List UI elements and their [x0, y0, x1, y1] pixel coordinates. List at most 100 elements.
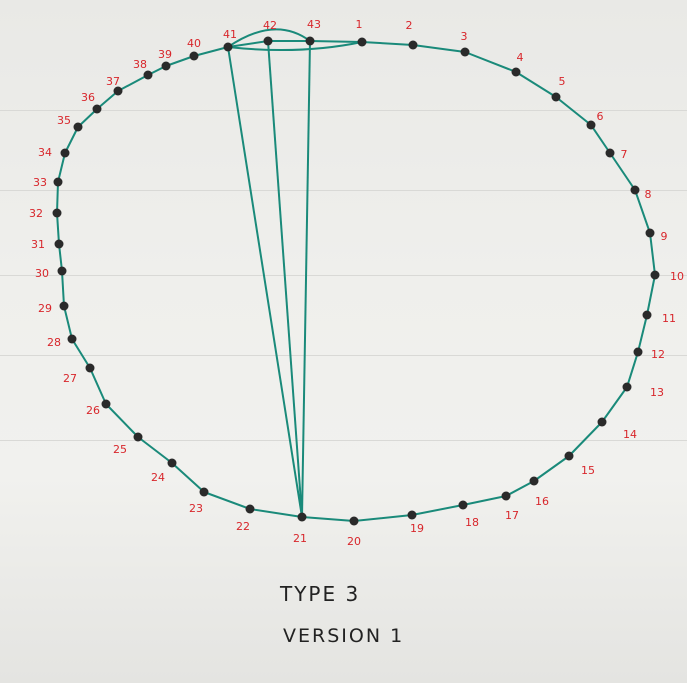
node-dot — [460, 47, 470, 57]
node-label: 39 — [158, 48, 172, 61]
node-label: 4 — [517, 51, 524, 64]
node-dot — [223, 42, 233, 52]
node-label: 29 — [38, 302, 52, 315]
node-label: 38 — [133, 58, 147, 71]
node-label: 36 — [81, 91, 95, 104]
node-label: 15 — [581, 464, 595, 477]
chord-wire — [227, 46, 303, 518]
node-label: 25 — [113, 443, 127, 456]
node-label: 12 — [651, 348, 665, 361]
node-dot — [642, 310, 652, 320]
node-dot — [60, 148, 70, 158]
ruled-line — [0, 110, 687, 111]
node-label: 11 — [662, 312, 676, 325]
outer-loop-wire — [56, 40, 656, 522]
node-label: 28 — [47, 336, 61, 349]
node-dot — [564, 451, 574, 461]
node-label: 34 — [38, 146, 52, 159]
top-arc-wire — [227, 41, 363, 52]
node-layer — [52, 36, 660, 526]
node-dot — [101, 399, 111, 409]
node-dot — [57, 266, 67, 276]
node-label: 33 — [33, 176, 47, 189]
node-dot — [597, 417, 607, 427]
chord-wire — [267, 40, 303, 518]
node-dot — [357, 37, 367, 47]
node-dot — [199, 487, 209, 497]
node-label: 8 — [645, 188, 652, 201]
node-label: 17 — [505, 509, 519, 522]
node-dot — [458, 500, 468, 510]
node-dot — [85, 363, 95, 373]
node-dot — [349, 516, 359, 526]
caption-type: TYPE 3 — [280, 582, 361, 606]
node-dot — [529, 476, 539, 486]
node-label: 16 — [535, 495, 549, 508]
wire-layer — [56, 28, 656, 522]
node-label: 18 — [465, 516, 479, 529]
node-label: 20 — [347, 535, 361, 548]
node-label: 5 — [559, 75, 566, 88]
node-label: 21 — [293, 532, 307, 545]
node-dot — [245, 504, 255, 514]
node-label: 22 — [236, 520, 250, 533]
node-dot — [59, 301, 69, 311]
node-label: 27 — [63, 372, 77, 385]
node-label: 3 — [461, 30, 468, 43]
node-dot — [650, 270, 660, 280]
node-dot — [297, 512, 307, 522]
node-dot — [263, 36, 273, 46]
node-label: 2 — [406, 19, 413, 32]
ruled-line — [0, 440, 687, 441]
node-dot — [133, 432, 143, 442]
node-label: 1 — [356, 18, 363, 31]
node-dot — [305, 36, 315, 46]
top-arc-wire — [227, 28, 311, 48]
ruled-line — [0, 275, 687, 276]
caption-version: VERSION 1 — [283, 625, 405, 647]
node-dot — [52, 208, 62, 218]
node-dot — [167, 458, 177, 468]
node-dot — [92, 104, 102, 114]
node-label: 23 — [189, 502, 203, 515]
node-label: 43 — [307, 18, 321, 31]
node-dot — [113, 86, 123, 96]
node-label: 30 — [35, 267, 49, 280]
node-label: 14 — [623, 428, 637, 441]
node-label: 35 — [57, 114, 71, 127]
node-label: 19 — [410, 522, 424, 535]
node-dot — [633, 347, 643, 357]
node-dot — [67, 334, 77, 344]
node-label: 31 — [31, 238, 45, 251]
node-label: 42 — [263, 19, 277, 32]
node-label: 9 — [661, 230, 668, 243]
node-dot — [53, 177, 63, 187]
node-dot — [605, 148, 615, 158]
node-dot — [408, 40, 418, 50]
node-label: 40 — [187, 37, 201, 50]
node-dot — [54, 239, 64, 249]
node-dot — [551, 92, 561, 102]
node-dot — [511, 67, 521, 77]
ruled-line — [0, 190, 687, 191]
node-dot — [73, 122, 83, 132]
node-label: 10 — [670, 270, 684, 283]
node-dot — [622, 382, 632, 392]
node-label: 26 — [86, 404, 100, 417]
node-dot — [501, 491, 511, 501]
chord-wire — [301, 40, 311, 518]
node-dot — [630, 185, 640, 195]
node-dot — [161, 61, 171, 71]
node-label: 41 — [223, 28, 237, 41]
node-dot — [189, 51, 199, 61]
node-dot — [586, 120, 596, 130]
node-label: 24 — [151, 471, 165, 484]
ruled-line — [0, 355, 687, 356]
node-dot — [407, 510, 417, 520]
node-label: 13 — [650, 386, 664, 399]
node-label: 6 — [597, 110, 604, 123]
node-dot — [143, 70, 153, 80]
